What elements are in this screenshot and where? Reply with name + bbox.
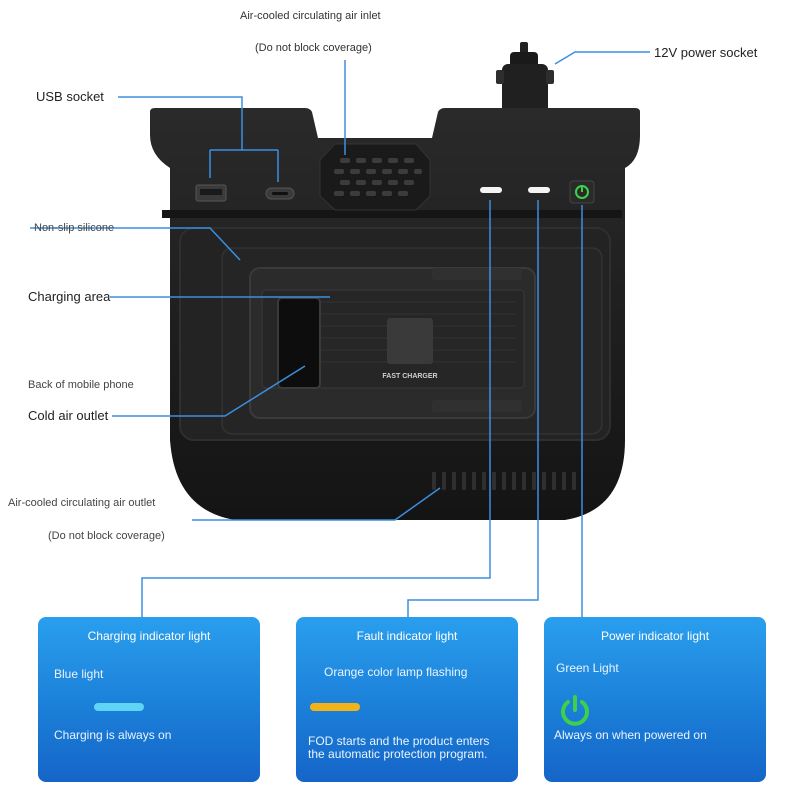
non-slip-label: Non-slip silicone [34, 222, 115, 234]
card-color-name: Blue light [54, 667, 104, 681]
fault-indicator-card: Fault indicator light Orange color lamp … [296, 617, 518, 782]
card-description: FOD starts and the product enters the au… [308, 734, 490, 761]
air-inlet-label: Air-cooled circulating air inlet [240, 10, 381, 22]
card-title: Fault indicator light [356, 629, 458, 643]
bottom-vents [432, 472, 576, 490]
callout-non-slip [30, 227, 241, 261]
fault-led [528, 187, 550, 193]
callout-12v [554, 51, 650, 65]
power-icon [561, 695, 589, 726]
card-title: Power indicator light [600, 629, 710, 643]
blue-light-bar [94, 703, 144, 711]
charging-indicator-card: Charging indicator light Blue light Char… [38, 617, 260, 782]
charging-led [480, 187, 502, 193]
callout-fault-light [407, 200, 539, 617]
fast-charger-text: FAST CHARGER [382, 373, 437, 380]
air-outlet-label: Air-cooled circulating air outlet [8, 497, 156, 509]
callout-charging-light [141, 200, 491, 617]
callout-usb [118, 96, 279, 182]
callout-lines [30, 51, 650, 617]
callout-cold-air [112, 365, 306, 417]
charger-body [150, 108, 640, 520]
card-color-name: Orange color lamp flashing [324, 665, 468, 679]
air-inlet-note: (Do not block coverage) [255, 42, 372, 54]
card-description: Always on when powered on [554, 728, 707, 742]
cold-air-slot [277, 297, 321, 389]
power-socket-label: 12V power socket [654, 45, 758, 60]
back-of-phone-label: Back of mobile phone [28, 379, 134, 391]
power-indicator-card: Power indicator light Green Light Always… [544, 617, 766, 782]
charging-area-label: Charging area [28, 289, 111, 304]
air-outlet-note: (Do not block coverage) [48, 530, 165, 542]
cold-air-outlet-label: Cold air outlet [28, 408, 109, 423]
orange-light-bar [310, 703, 360, 711]
card-description: Charging is always on [54, 728, 172, 742]
callout-air-outlet [192, 487, 441, 521]
card-color-name: Green Light [556, 661, 619, 675]
card-title: Charging indicator light [87, 629, 211, 643]
usb-socket-label: USB socket [36, 89, 104, 104]
